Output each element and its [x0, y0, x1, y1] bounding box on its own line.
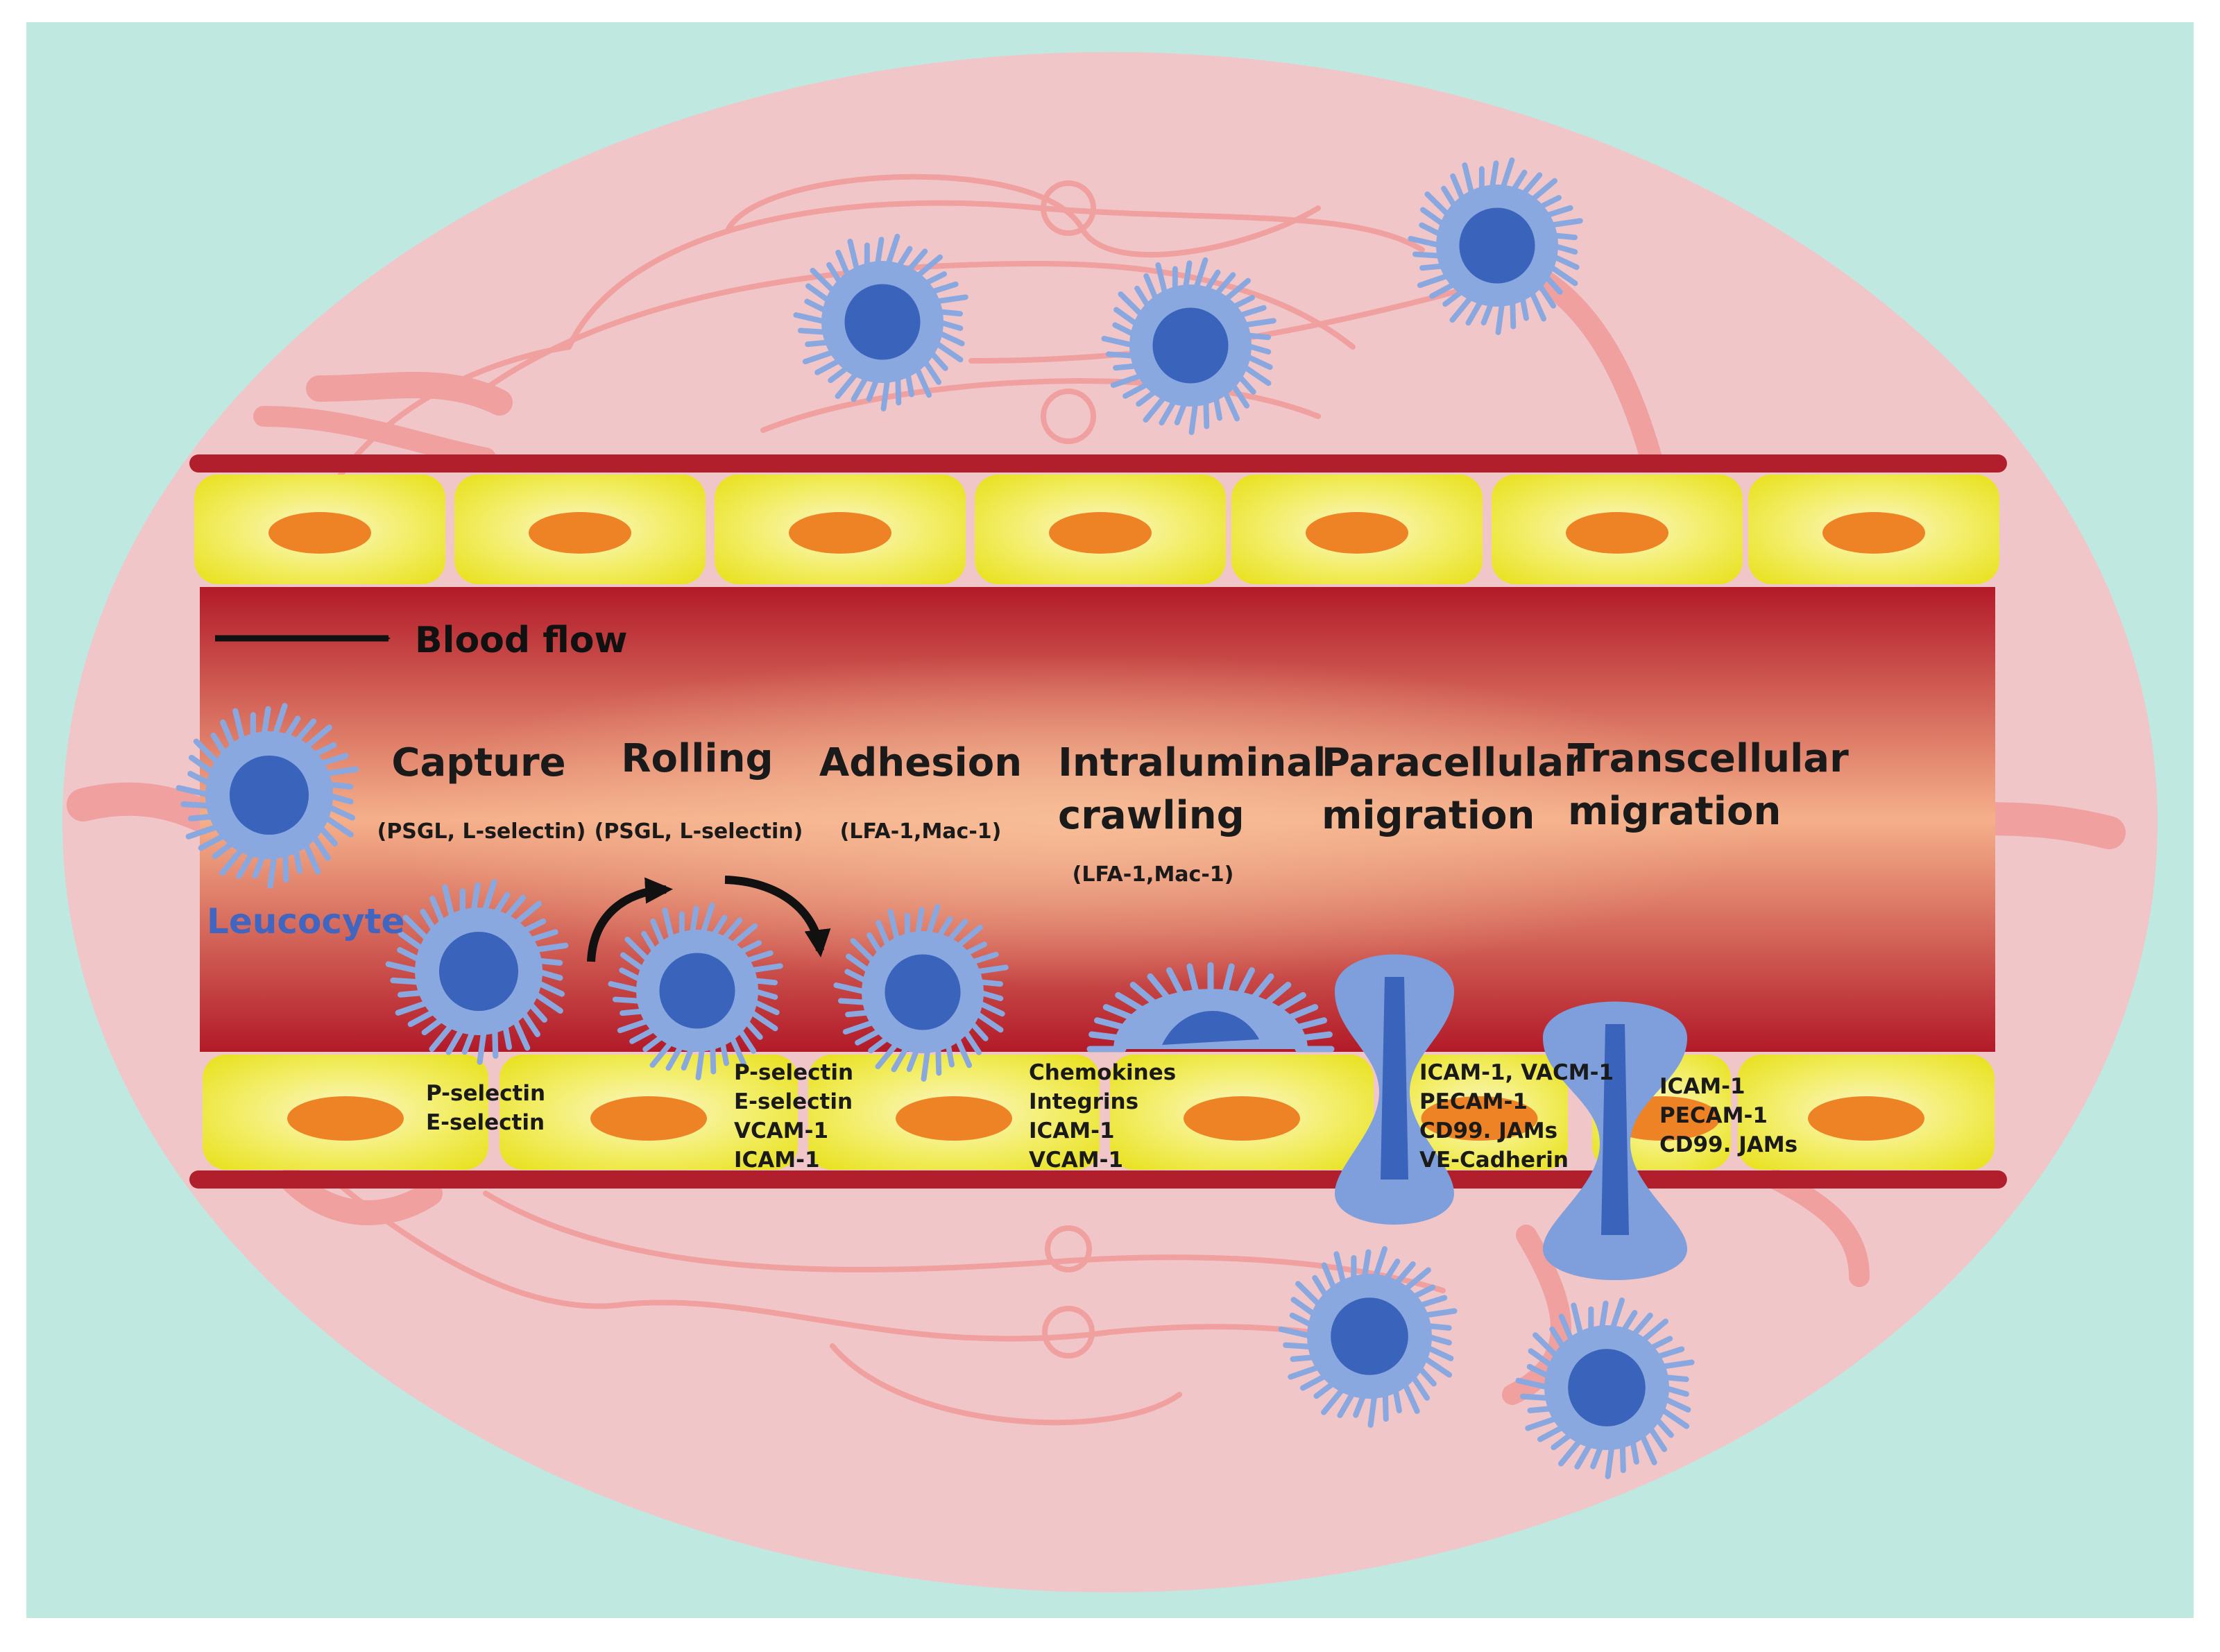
leucocyte [833, 903, 1009, 1082]
cell-nucleus [1049, 512, 1152, 554]
step-title: Paracellular [1322, 740, 1583, 785]
migrating-leucocyte [1335, 954, 1454, 1225]
step-molecules: (PSGL, L-selectin) [377, 819, 586, 844]
cell-projections [1408, 157, 1583, 335]
marker-label: CD99. JAMs [1419, 1118, 1557, 1143]
leucocyte [1101, 257, 1276, 435]
leucocyte [608, 902, 783, 1080]
cell-nucleus [1162, 1010, 1259, 1045]
cell-projections [176, 703, 359, 889]
cell-nucleus [1184, 1096, 1300, 1141]
cell-projections [1515, 1297, 1695, 1479]
marker-label: PECAM-1 [1659, 1103, 1768, 1128]
cell-nucleus [268, 512, 371, 554]
cell-nucleus [1381, 977, 1408, 1180]
step-labels: Capture (PSGL, L-selectin) Rolling (PSGL, L… [377, 736, 1849, 887]
cell-nucleus [590, 1096, 707, 1141]
cell-nucleus [229, 755, 309, 835]
leucocyte [1515, 1297, 1695, 1479]
cell-projections [1101, 257, 1276, 435]
marker-label: P-selectin [734, 1060, 853, 1085]
leucocyte [793, 233, 968, 411]
blood-flow-label: Blood flow [415, 620, 628, 661]
marker-label: PECAM-1 [1419, 1089, 1528, 1114]
cell-projections [793, 233, 968, 411]
cell-nucleus [1568, 1349, 1646, 1427]
cell-nucleus [659, 953, 735, 1029]
rolling-arrow-up [587, 877, 673, 962]
marker-label: ICAM-1 [734, 1148, 820, 1173]
marker-label: ICAM-1, VACM-1 [1419, 1060, 1614, 1085]
cell-projections [1086, 962, 1335, 1053]
step-molecules: (PSGL, L-selectin) [595, 819, 803, 844]
marker-label: VCAM-1 [1029, 1148, 1123, 1173]
marker-label: Integrins [1029, 1089, 1138, 1114]
step-molecules: (LFA-1,Mac-1) [1073, 862, 1234, 887]
rolling-arrow-down [724, 876, 831, 957]
step-title: migration [1568, 789, 1781, 834]
cell-nucleus [438, 931, 519, 1012]
cell-nucleus [1601, 1024, 1629, 1235]
endothelial-marker-labels: P-selectinE-selectinP-selectinE-selectin… [426, 1060, 1798, 1173]
marker-label: P-selectin [426, 1081, 545, 1106]
marker-label: E-selectin [426, 1110, 545, 1135]
cell-nucleus [529, 512, 631, 554]
marker-label: E-selectin [734, 1089, 853, 1114]
cell-nucleus [1152, 307, 1229, 384]
cell-projections [1278, 1246, 1458, 1428]
cell-nucleus [885, 954, 961, 1030]
cell-nucleus [1331, 1297, 1408, 1375]
migrating-leucocyte [1543, 1001, 1687, 1280]
step-title: Adhesion [819, 740, 1022, 785]
marker-label: VE-Cadherin [1419, 1148, 1569, 1173]
cell-nucleus [1421, 1096, 1538, 1141]
marker-label: VCAM-1 [734, 1118, 828, 1143]
leucocyte-cells [176, 157, 1695, 1479]
leucocyte [385, 879, 569, 1065]
step-title: crawling [1058, 793, 1245, 838]
cell-nucleus [1459, 207, 1535, 284]
cell-nucleus [1566, 512, 1668, 554]
leucocyte [1278, 1246, 1458, 1428]
step-title: Intraluminal [1058, 740, 1326, 785]
cell-nucleus [1808, 1096, 1924, 1141]
cell-projections [608, 902, 783, 1080]
marker-label: ICAM-1 [1659, 1074, 1745, 1099]
cell-nucleus [1822, 512, 1925, 554]
step-title: Rolling [621, 736, 773, 781]
cell-nucleus [287, 1096, 404, 1141]
step-title: Transcellular [1568, 736, 1849, 781]
lumen-glow [375, 653, 1762, 986]
step-title: Capture [391, 740, 565, 785]
cell-nucleus [896, 1096, 1012, 1141]
step-molecules: (LFA-1,Mac-1) [840, 819, 1002, 844]
cell-projections [385, 879, 569, 1065]
leucocyte-label: Leucocyte [207, 901, 404, 942]
cell-nucleus [1306, 512, 1408, 554]
upper-endothelium [194, 475, 1999, 584]
cell-nucleus [789, 512, 891, 554]
leucocyte [176, 703, 359, 889]
cell-projections [833, 903, 1009, 1082]
leucocyte [1408, 157, 1583, 335]
marker-label: Chemokines [1029, 1060, 1176, 1085]
crawling-leucocyte [1086, 962, 1335, 1053]
step-title: migration [1322, 793, 1535, 838]
cell-nucleus [844, 284, 921, 360]
marker-label: CD99. JAMs [1659, 1132, 1798, 1157]
marker-label: ICAM-1 [1029, 1118, 1115, 1143]
